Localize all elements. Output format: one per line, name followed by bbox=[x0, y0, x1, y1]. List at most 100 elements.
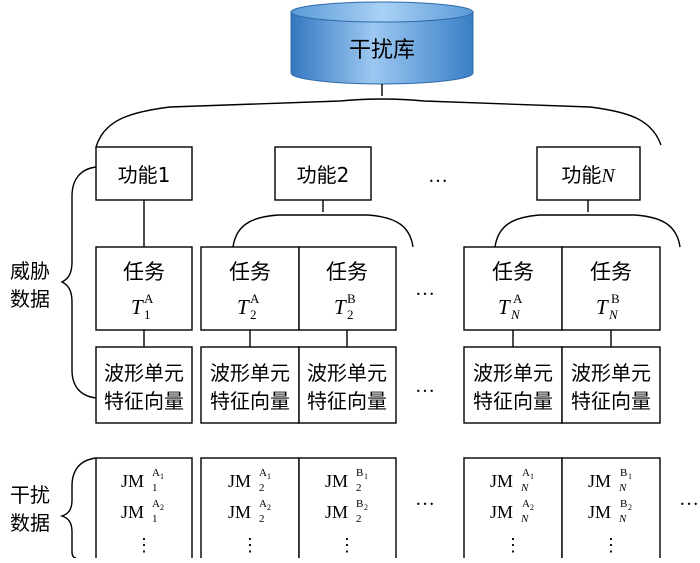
database-label: 干扰库 bbox=[349, 38, 415, 63]
svg-text:⋮: ⋮ bbox=[338, 535, 356, 555]
function-1-label: 功能1 bbox=[118, 163, 171, 187]
waveform-1a-line2: 特征向量 bbox=[104, 389, 184, 413]
svg-text:2: 2 bbox=[259, 513, 265, 525]
threat-data-brace bbox=[60, 166, 97, 399]
jm-entries-na: JM N A 1 JM N A 2 ⋮ bbox=[490, 467, 534, 555]
threat-data-label-line2: 数据 bbox=[10, 287, 50, 311]
waveform-na-line2: 特征向量 bbox=[473, 389, 553, 413]
svg-text:JM: JM bbox=[121, 502, 144, 522]
svg-text:2: 2 bbox=[259, 482, 265, 494]
waveform-2b-line1: 波形单元 bbox=[307, 361, 387, 385]
svg-text:A: A bbox=[144, 291, 154, 306]
waveform-2a-line1: 波形单元 bbox=[210, 361, 290, 385]
function-n-suffix: N bbox=[600, 165, 616, 187]
svg-text:B: B bbox=[620, 498, 627, 510]
waveform-box-2a bbox=[200, 346, 300, 424]
function-2-box bbox=[274, 146, 372, 201]
svg-text:JM: JM bbox=[490, 471, 513, 491]
jam-data-brace bbox=[59, 457, 97, 559]
function-n-brace bbox=[494, 214, 681, 248]
task-symbol-2a: T 2 A bbox=[237, 291, 260, 322]
waveform-nb-line2: 特征向量 bbox=[571, 389, 651, 413]
svg-text:JM: JM bbox=[121, 471, 144, 491]
jm-entries-2b: JM 2 B 1 JM 2 B 2 ⋮ bbox=[325, 467, 368, 555]
waveform-box-2b bbox=[298, 346, 397, 424]
svg-text:JM: JM bbox=[588, 502, 611, 522]
svg-text:N: N bbox=[520, 513, 529, 525]
jm-box-1a bbox=[95, 457, 193, 563]
svg-text:A: A bbox=[522, 498, 530, 510]
waveform-ellipsis: … bbox=[415, 375, 435, 397]
svg-text:⋮: ⋮ bbox=[504, 535, 522, 555]
svg-text:JM: JM bbox=[490, 502, 513, 522]
svg-text:2: 2 bbox=[356, 482, 362, 494]
task-label-2b: 任务 bbox=[326, 260, 368, 284]
svg-text:2: 2 bbox=[160, 503, 164, 512]
svg-text:T: T bbox=[131, 295, 144, 319]
function-2-label: 功能2 bbox=[297, 163, 350, 187]
svg-text:1: 1 bbox=[152, 482, 158, 494]
svg-text:B: B bbox=[356, 498, 363, 510]
jm-ellipsis-right: … bbox=[679, 488, 699, 510]
svg-text:T: T bbox=[596, 295, 609, 319]
svg-text:2: 2 bbox=[628, 503, 632, 512]
threat-data-label-line1: 威胁 bbox=[10, 259, 50, 283]
jam-data-label-line2: 数据 bbox=[10, 511, 50, 535]
svg-text:2: 2 bbox=[250, 307, 257, 322]
svg-text:JM: JM bbox=[588, 471, 611, 491]
jm-entries-nb: JM N B 1 JM N B 2 ⋮ bbox=[588, 467, 632, 555]
svg-text:N: N bbox=[618, 482, 627, 494]
top-brace-arc bbox=[95, 98, 662, 148]
svg-text:JM: JM bbox=[228, 471, 251, 491]
svg-text:JM: JM bbox=[228, 502, 251, 522]
svg-text:1: 1 bbox=[144, 307, 151, 322]
svg-text:2: 2 bbox=[356, 513, 362, 525]
svg-text:JM: JM bbox=[325, 502, 348, 522]
task-symbol-nb: T N B bbox=[596, 291, 620, 322]
task-box-2b bbox=[298, 246, 397, 331]
task-label-2a: 任务 bbox=[229, 260, 271, 284]
svg-text:1: 1 bbox=[628, 472, 632, 481]
function-2-brace bbox=[232, 214, 414, 248]
task-symbol-na: T N A bbox=[498, 291, 523, 322]
svg-text:T: T bbox=[334, 295, 347, 319]
svg-text:1: 1 bbox=[152, 513, 158, 525]
svg-text:B: B bbox=[347, 291, 356, 306]
svg-text:1: 1 bbox=[267, 472, 271, 481]
svg-text:1: 1 bbox=[530, 472, 534, 481]
jm-ellipsis-middle: … bbox=[415, 488, 435, 510]
jm-box-2b bbox=[298, 457, 397, 563]
svg-text:⋮: ⋮ bbox=[135, 535, 153, 555]
task-symbol-1a: T 1 A bbox=[131, 291, 154, 322]
function-n-label: 功能N bbox=[561, 163, 616, 187]
svg-text:B: B bbox=[611, 291, 620, 306]
svg-text:1: 1 bbox=[160, 472, 164, 481]
task-symbol-2b: T 2 B bbox=[334, 291, 356, 322]
task-box-1a bbox=[95, 246, 193, 331]
waveform-box-na bbox=[463, 346, 563, 424]
svg-text:N: N bbox=[520, 482, 529, 494]
svg-text:T: T bbox=[237, 295, 250, 319]
svg-text:A: A bbox=[250, 291, 260, 306]
svg-text:A: A bbox=[259, 467, 267, 479]
svg-text:B: B bbox=[356, 467, 363, 479]
svg-text:A: A bbox=[513, 291, 523, 306]
waveform-2b-line2: 特征向量 bbox=[307, 389, 387, 413]
waveform-box-nb bbox=[561, 346, 661, 424]
svg-text:JM: JM bbox=[325, 471, 348, 491]
waveform-nb-line1: 波形单元 bbox=[571, 361, 651, 385]
svg-text:A: A bbox=[152, 467, 160, 479]
svg-text:1: 1 bbox=[364, 472, 368, 481]
svg-text:N: N bbox=[618, 513, 627, 525]
task-label-nb: 任务 bbox=[590, 260, 632, 284]
svg-text:⋮: ⋮ bbox=[241, 535, 259, 555]
task-ellipsis: … bbox=[415, 278, 435, 300]
svg-text:⋮: ⋮ bbox=[602, 535, 620, 555]
task-box-2a bbox=[200, 246, 300, 331]
svg-text:A: A bbox=[259, 498, 267, 510]
svg-text:B: B bbox=[620, 467, 627, 479]
task-label-1a: 任务 bbox=[123, 260, 165, 284]
svg-text:T: T bbox=[498, 295, 511, 319]
svg-text:2: 2 bbox=[347, 307, 354, 322]
